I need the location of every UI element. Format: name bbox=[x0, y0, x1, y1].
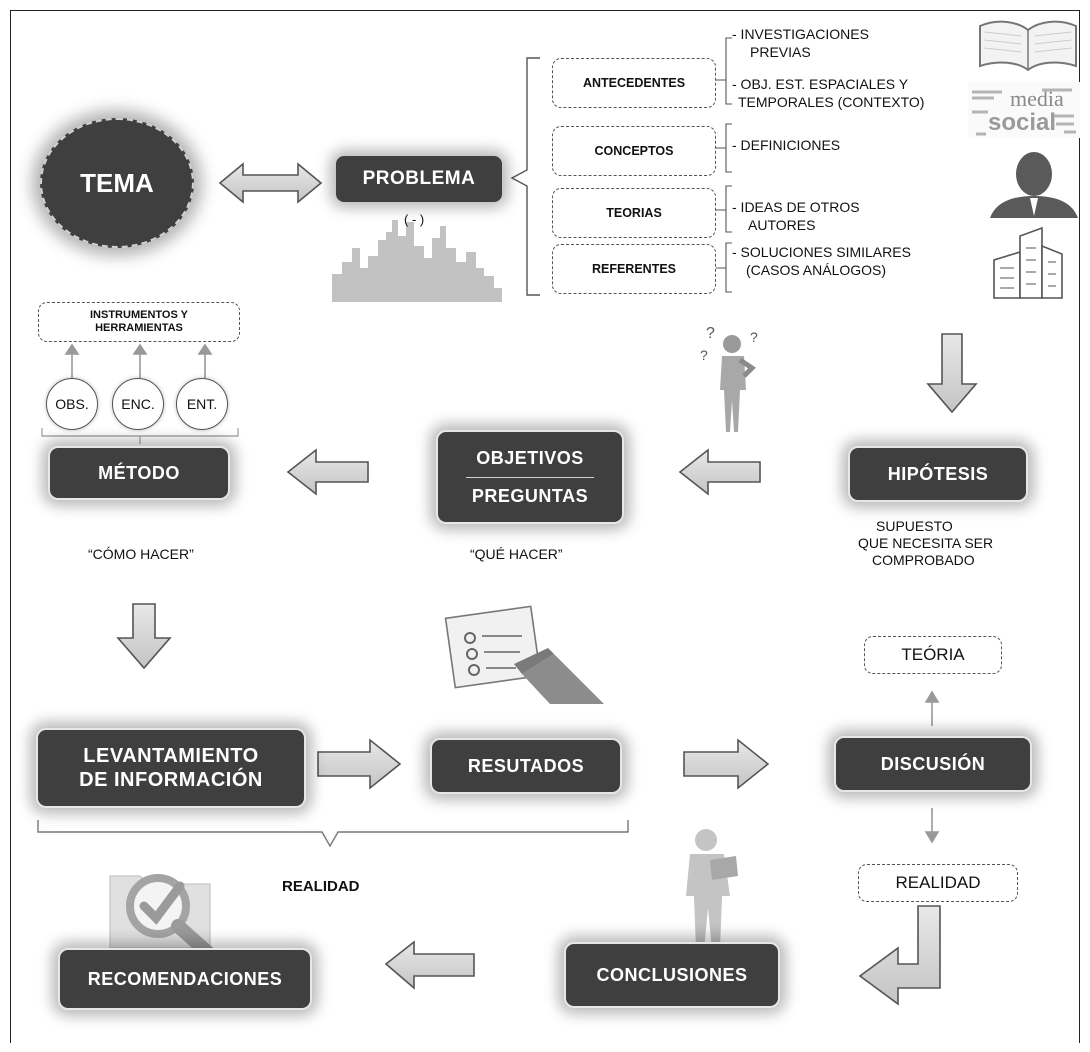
hipotesis-note-3: COMPROBADO bbox=[872, 552, 975, 568]
objetivos-node: OBJETIVOS PREGUNTAS bbox=[436, 430, 624, 524]
instrumentos-line1: INSTRUMENTOS Y bbox=[90, 309, 188, 321]
branches-brace bbox=[510, 57, 540, 296]
note-referentes-1: - SOLUCIONES SIMILARES bbox=[732, 244, 911, 260]
word-cloud-social: social bbox=[988, 109, 1056, 136]
tool-obs-label: OBS. bbox=[55, 396, 89, 412]
branch-referentes: REFERENTES bbox=[552, 244, 716, 294]
left-arrow-conclusiones-recomendaciones bbox=[384, 940, 475, 990]
search-check-icon bbox=[109, 874, 221, 965]
tool-obs: OBS. bbox=[46, 378, 98, 430]
hipotesis-node: HIPÓTESIS bbox=[848, 446, 1028, 502]
tools-bracket bbox=[41, 428, 239, 444]
branch-conceptos: CONCEPTOS bbox=[552, 126, 716, 176]
bent-arrow-to-conclusiones bbox=[858, 905, 941, 1006]
discusion-label: DISCUSIÓN bbox=[880, 753, 986, 774]
branch-connectors bbox=[716, 37, 732, 293]
realidad-brace-label: REALIDAD bbox=[282, 878, 360, 895]
tool-ent-label: ENT. bbox=[186, 396, 218, 412]
diagram-frame bbox=[10, 10, 1080, 1043]
metodo-note: “CÓMO HACER” bbox=[88, 546, 194, 562]
note-teorias-2: AUTORES bbox=[748, 217, 816, 233]
resultados-node: RESUTADOS bbox=[430, 738, 622, 794]
levantamiento-line2: DE INFORMACIÓN bbox=[79, 769, 263, 791]
branch-teorias: TEORIAS bbox=[552, 188, 716, 238]
note-referentes-2: (CASOS ANÁLOGOS) bbox=[746, 262, 887, 278]
note-antecedentes-3: - OBJ. EST. ESPACIALES Y bbox=[732, 76, 909, 92]
levantamiento-line1: LEVANTAMIENTO bbox=[83, 745, 259, 767]
branch-antecedentes-label: ANTECEDENTES bbox=[582, 76, 686, 90]
branch-conceptos-label: CONCEPTOS bbox=[594, 144, 674, 158]
conclusiones-label: CONCLUSIONES bbox=[596, 964, 748, 985]
svg-text:?: ? bbox=[706, 325, 715, 342]
instrumentos-line2: HERRAMIENTAS bbox=[95, 322, 183, 334]
thinking-person-icon: ? ? ? bbox=[700, 325, 758, 432]
objetivos-line2: PREGUNTAS bbox=[471, 485, 589, 506]
tool-up-arrows bbox=[64, 343, 213, 378]
svg-text:?: ? bbox=[700, 347, 708, 363]
objetivos-note: “QUÉ HACER” bbox=[470, 546, 563, 562]
tool-enc-label: ENC. bbox=[121, 396, 155, 412]
right-arrow-resultados-discusion bbox=[683, 738, 770, 790]
person-silhouette-icon bbox=[990, 152, 1078, 218]
branch-antecedentes: ANTECEDENTES bbox=[552, 58, 716, 108]
teoria-box: TEÓRIA bbox=[864, 636, 1002, 674]
book-icon bbox=[979, 20, 1077, 72]
metodo-node: MÉTODO bbox=[48, 446, 230, 500]
recomendaciones-label: RECOMENDACIONES bbox=[87, 968, 283, 989]
hipotesis-note-1: SUPUESTO bbox=[876, 518, 953, 534]
resultados-label: RESUTADOS bbox=[467, 755, 585, 776]
note-conceptos-1: - DEFINICIONES bbox=[732, 137, 841, 153]
realidad-box-label: REALIDAD bbox=[895, 873, 981, 892]
hipotesis-label: HIPÓTESIS bbox=[887, 463, 989, 484]
right-arrow-levantamiento-resultados bbox=[317, 738, 402, 790]
instrumentos-box: INSTRUMENTOS Y HERRAMIENTAS bbox=[38, 302, 240, 342]
word-cloud-icon: media social bbox=[968, 82, 1080, 138]
city-skyline-icon bbox=[332, 220, 502, 302]
recomendaciones-node: RECOMENDACIONES bbox=[58, 948, 312, 1010]
objetivos-divider bbox=[466, 476, 594, 478]
branch-referentes-label: REFERENTES bbox=[591, 262, 677, 276]
problema-label: PROBLEMA bbox=[362, 168, 476, 189]
realidad-brace bbox=[37, 820, 629, 848]
left-arrow-hipotesis-objetivos bbox=[678, 448, 761, 496]
tema-label: TEMA bbox=[80, 167, 154, 198]
conclusiones-node: CONCLUSIONES bbox=[564, 942, 780, 1008]
metodo-label: MÉTODO bbox=[98, 462, 180, 483]
down-arrow-to-levantamiento bbox=[116, 603, 172, 670]
problema-node: PROBLEMA bbox=[336, 156, 502, 202]
levantamiento-node: LEVANTAMIENTO DE INFORMACIÓN bbox=[36, 728, 306, 808]
checklist-icon bbox=[444, 605, 604, 704]
realidad-box: REALIDAD bbox=[858, 864, 1018, 902]
reading-person-icon bbox=[686, 829, 738, 950]
buildings-icon bbox=[993, 226, 1063, 299]
note-teorias-1: - IDEAS DE OTROS bbox=[732, 199, 860, 215]
double-arrow-tema-problema bbox=[218, 162, 323, 204]
tool-enc: ENC. bbox=[112, 378, 164, 430]
note-antecedentes-1: - INVESTIGACIONES bbox=[732, 26, 869, 42]
discusion-branch-arrows bbox=[924, 690, 940, 844]
tema-node: TEMA bbox=[40, 118, 194, 248]
branch-teorias-label: TEORIAS bbox=[606, 206, 662, 220]
svg-text:?: ? bbox=[750, 329, 758, 345]
objetivos-line1: OBJETIVOS bbox=[476, 447, 584, 468]
tool-ent: ENT. bbox=[176, 378, 228, 430]
teoria-label: TEÓRIA bbox=[901, 645, 965, 664]
left-arrow-objetivos-metodo bbox=[286, 448, 369, 496]
hipotesis-note-2: QUE NECESITA SER bbox=[858, 535, 994, 551]
note-antecedentes-2: PREVIAS bbox=[750, 44, 811, 60]
problema-note: ( - ) bbox=[404, 212, 425, 227]
discusion-node: DISCUSIÓN bbox=[834, 736, 1032, 792]
note-antecedentes-4: TEMPORALES (CONTEXTO) bbox=[738, 94, 925, 110]
down-arrow-to-hipotesis bbox=[926, 333, 978, 414]
